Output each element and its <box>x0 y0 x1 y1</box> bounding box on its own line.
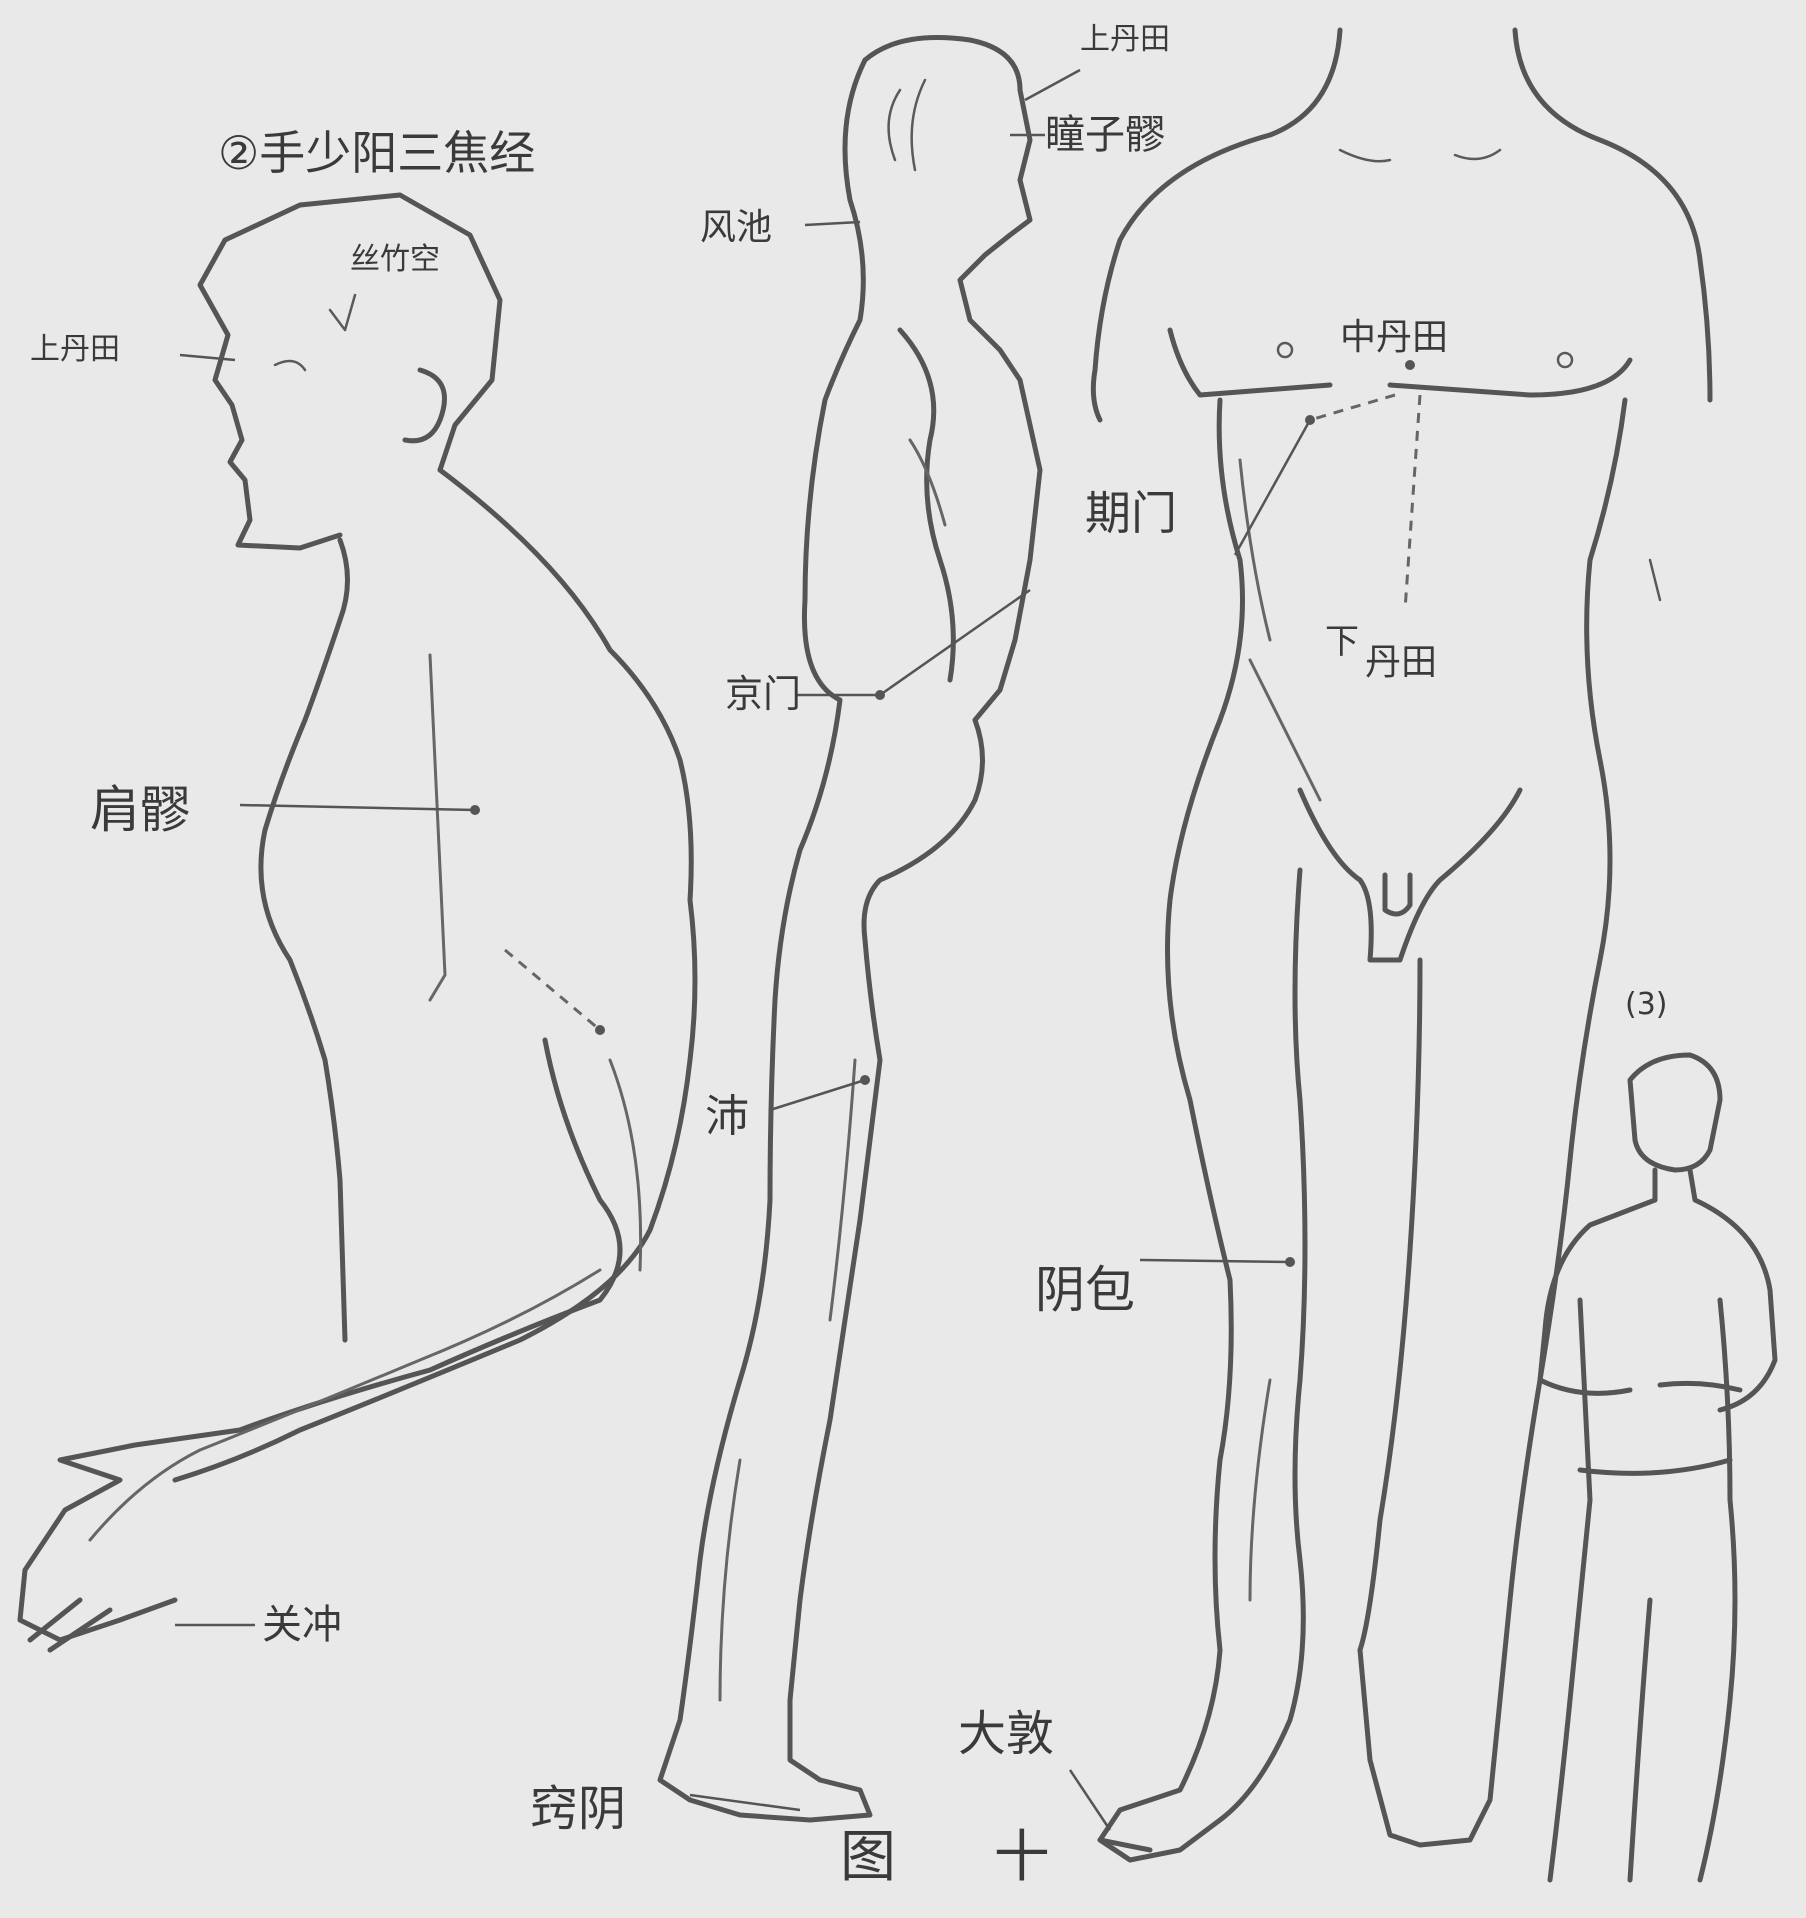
acupoint-label-jingmen: 京门 <box>725 675 801 713</box>
acupoint-label-dadun: 大敦 <box>958 1710 1054 1758</box>
figure-standing-side <box>660 38 1080 1821</box>
acupoint-label-qiaoyin: 窍阴 <box>530 1785 626 1833</box>
figure-arm-side <box>20 195 695 1650</box>
acupoint-label-xiadantian-2: 丹田 <box>1365 645 1437 681</box>
figure-small-practitioner <box>1540 1055 1775 1880</box>
figure-front <box>1070 30 1710 1860</box>
acupoint-label-zhongdantian: 中丹田 <box>1340 320 1448 356</box>
figure-caption: 图 十 <box>840 1830 1090 1886</box>
acupoint-label-tongziliao: 瞳子髎 <box>1045 115 1165 155</box>
acupoint-label-shangdantian-mid: 上丹田 <box>1080 25 1170 55</box>
acupoint-label-guanchong: 关冲 <box>262 1605 342 1645</box>
meridian-title: ②手少阳三焦经 <box>218 130 535 176</box>
acupoint-label-jianliao: 肩髎 <box>90 785 190 835</box>
acupoint-label-qimen: 期门 <box>1085 490 1177 536</box>
acupoint-label-shi: 沛 <box>705 1095 749 1139</box>
acupoint-label-sizhukong: 丝竹空 <box>350 245 440 275</box>
acupoint-label-yinbao: 阴包 <box>1035 1265 1135 1315</box>
sub-figure-label: (3) <box>1625 990 1668 1020</box>
acupoint-label-xiadantian-1: 下 <box>1325 625 1359 659</box>
acupoint-label-shangdantian-left: 上丹田 <box>30 335 120 365</box>
acupoint-label-fengchi: 风池 <box>700 210 772 246</box>
